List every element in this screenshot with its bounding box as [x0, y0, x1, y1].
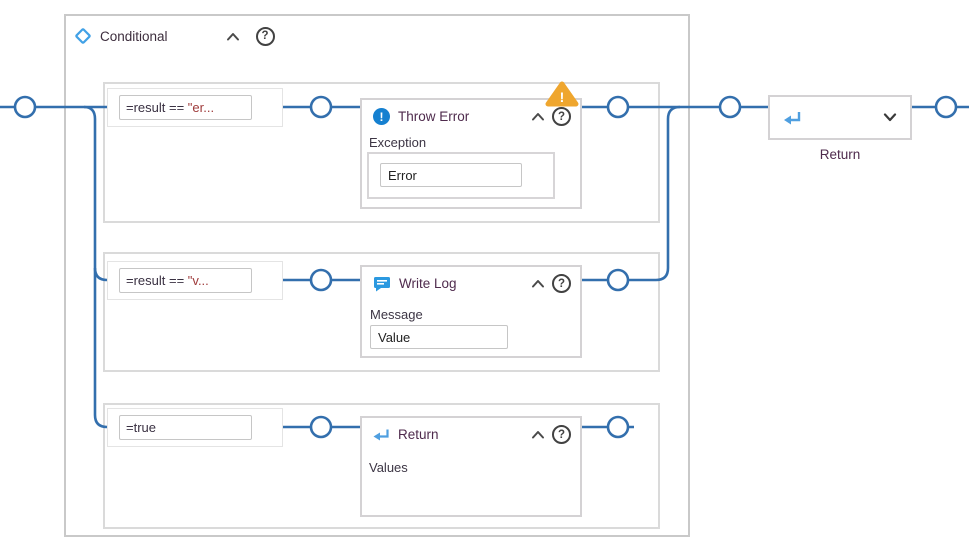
condition-box-1: =result == "er... [107, 88, 283, 127]
collapse-caret-icon[interactable] [531, 112, 545, 121]
condition-box-3: =true [107, 408, 283, 447]
connector-port[interactable] [309, 415, 333, 439]
condition-expression-input-1[interactable]: =result == "er... [119, 95, 252, 120]
collapse-caret-icon[interactable] [531, 279, 545, 288]
field-label: Message [370, 307, 423, 322]
connector-port[interactable] [13, 95, 37, 119]
log-message-icon [374, 276, 390, 291]
message-value-input[interactable]: Value [370, 325, 508, 349]
connector-port[interactable] [934, 95, 958, 119]
help-icon[interactable]: ? [552, 425, 571, 444]
return-node[interactable]: Return ? Values [360, 416, 582, 517]
throw-error-header: ! Throw Error ? [362, 100, 580, 126]
node-title: Write Log [399, 276, 457, 291]
connector-port[interactable] [309, 268, 333, 292]
field-label: Exception [369, 135, 427, 150]
return-arrow-icon [784, 111, 801, 124]
chevron-down-icon[interactable] [883, 113, 897, 122]
condition-expression-input-2[interactable]: =result == "v... [119, 268, 252, 293]
exception-value-input[interactable]: Error [380, 163, 522, 187]
connector-port[interactable] [606, 268, 630, 292]
condition-expression-input-3[interactable]: =true [119, 415, 252, 440]
warning-triangle-icon[interactable]: ! [544, 80, 580, 108]
help-icon[interactable]: ? [552, 274, 571, 293]
connector-line [93, 267, 108, 282]
help-icon[interactable]: ? [552, 107, 571, 126]
collapsed-return-caption: Return [819, 147, 861, 162]
connector-port[interactable] [606, 415, 630, 439]
node-title: Return [398, 427, 439, 442]
conditional-title: Conditional [100, 28, 168, 44]
condition-box-2: =result == "v... [107, 261, 283, 300]
conditional-header: Conditional ? [73, 26, 275, 46]
connector-line [83, 105, 108, 429]
return-arrow-icon [373, 429, 389, 440]
svg-text:!: ! [560, 89, 565, 105]
diamond-icon [75, 28, 91, 44]
connector-port[interactable] [309, 95, 333, 119]
node-title: Throw Error [398, 109, 470, 124]
connector-port[interactable] [606, 95, 630, 119]
collapsed-return-node[interactable] [768, 95, 912, 140]
return-header: Return ? [362, 418, 580, 444]
write-log-node[interactable]: Write Log ? Message Value [360, 265, 582, 358]
error-icon: ! [373, 108, 390, 125]
field-label: Values [369, 460, 408, 475]
collapse-caret-icon[interactable] [226, 32, 240, 41]
write-log-header: Write Log ? [362, 267, 580, 293]
collapse-caret-icon[interactable] [531, 430, 545, 439]
connector-line [582, 105, 681, 282]
connector-port[interactable] [718, 95, 742, 119]
exception-sub-panel: Error [367, 152, 555, 199]
help-icon[interactable]: ? [255, 26, 275, 46]
throw-error-node[interactable]: ! Throw Error ? Exception Error [360, 98, 582, 209]
